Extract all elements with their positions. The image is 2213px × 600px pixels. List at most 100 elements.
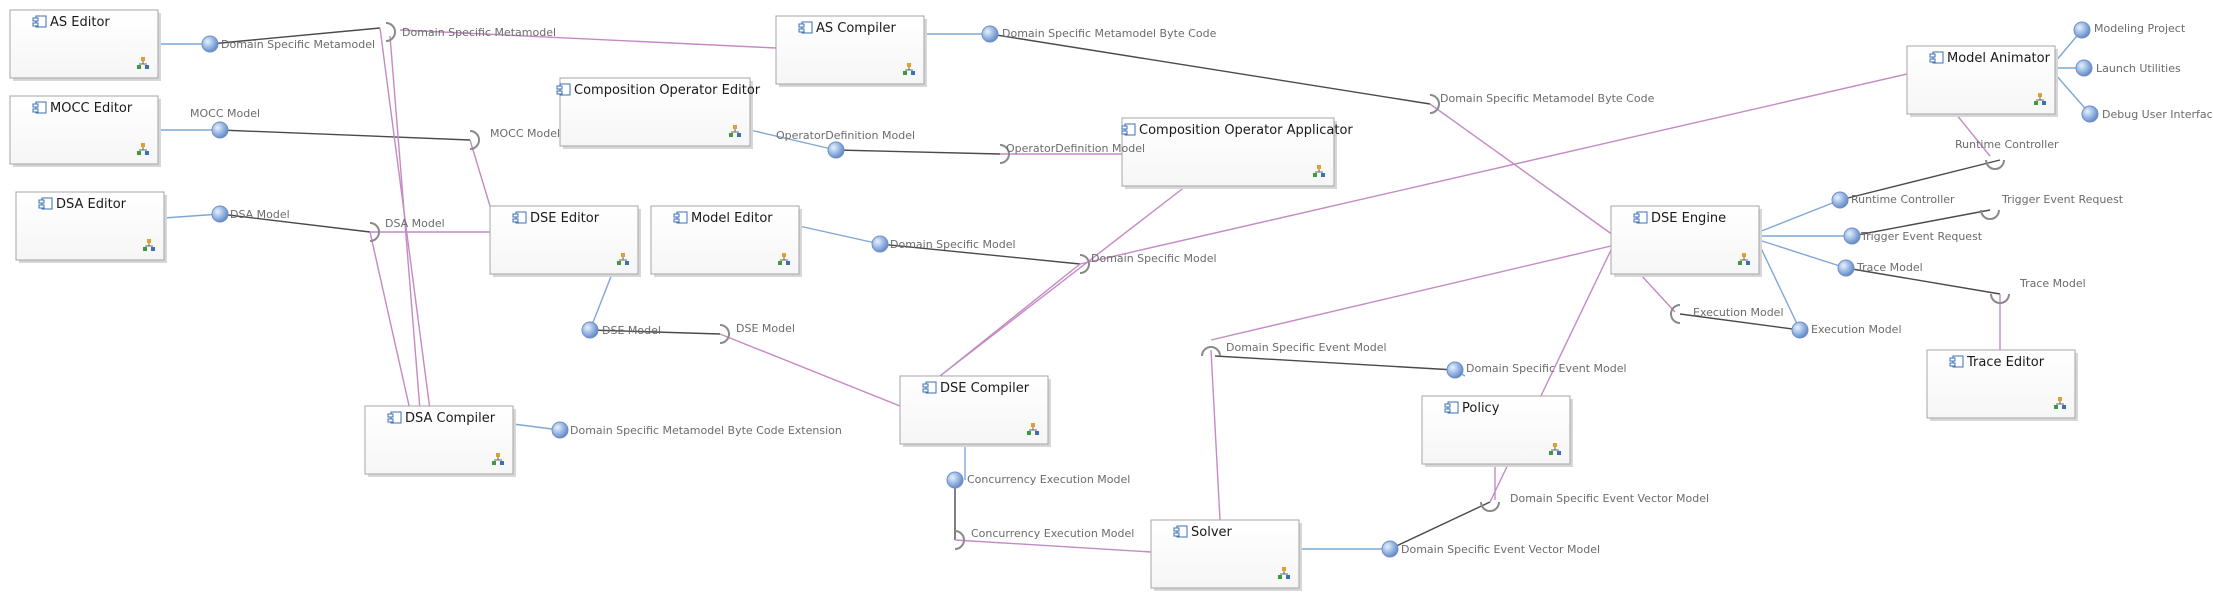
component-dsa-editor[interactable]: DSA Editor	[15, 191, 167, 263]
wire-dse-editor-provided	[589, 273, 613, 331]
component-composition-operator-applicator[interactable]: Composition Operator Applicator	[1121, 117, 1353, 189]
provided-interface-ball[interactable]	[946, 471, 964, 489]
provided-interface-ball[interactable]	[201, 35, 219, 53]
provided-interface-ball[interactable]	[1446, 361, 1464, 379]
component-title: DSA Compiler	[405, 411, 496, 426]
assembly-trigger-event	[1851, 209, 1991, 237]
hierarchy-icon	[729, 125, 741, 137]
balls-layer	[201, 21, 2099, 558]
required-interface-label: Runtime Controller	[1955, 138, 2059, 151]
required-interface-label: DSA Model	[385, 217, 445, 230]
component-mocc-editor[interactable]: MOCC Editor	[9, 95, 161, 167]
component-title: Model Animator	[1947, 51, 2051, 66]
component-icon	[1949, 355, 1964, 368]
assembly-mocc-model	[219, 129, 471, 141]
component-box	[9, 95, 159, 165]
provided-interface-ball[interactable]	[871, 235, 889, 253]
hierarchy-icon	[492, 453, 504, 465]
required-interface-socket	[469, 130, 480, 150]
provided-interface-label: Execution Model	[1811, 323, 1902, 336]
required-interface-socket	[1985, 159, 2005, 170]
provided-interface-ball[interactable]	[1381, 540, 1399, 558]
required-interface-socket	[999, 144, 1010, 164]
component-trace-editor[interactable]: Trace Editor	[1926, 349, 2078, 421]
req-dse-compiler-applicator	[939, 185, 1187, 377]
provided-interface-ball[interactable]	[581, 321, 599, 339]
hierarchy-icon	[1278, 567, 1290, 579]
provided-interface-label: Concurrency Execution Model	[967, 473, 1130, 486]
component-icon	[1929, 51, 1944, 64]
required-interface-label: MOCC Model	[490, 127, 560, 140]
component-title: Policy	[1462, 401, 1500, 416]
assembly-dsa-model	[219, 213, 371, 233]
assembly-runtime-controller	[1839, 159, 2001, 201]
provided-interface-label: Domain Specific Model	[890, 238, 1016, 251]
provided-interface-ball[interactable]	[211, 205, 229, 223]
required-interface-socket	[1980, 209, 2000, 220]
provided-interface-ball[interactable]	[2081, 105, 2099, 123]
req-dse-engine-execution	[1639, 273, 1676, 313]
provided-interface-label: Domain Specific Event Model	[1466, 362, 1627, 375]
provided-interface-ball[interactable]	[2073, 21, 2091, 39]
component-dse-engine[interactable]: DSE Engine	[1610, 205, 1762, 277]
provided-interface-ball[interactable]	[211, 121, 229, 139]
hierarchy-icon	[903, 63, 915, 75]
component-dsa-compiler[interactable]: DSA Compiler	[364, 405, 516, 477]
component-title: DSE Compiler	[940, 381, 1030, 396]
wire-dse-engine-execution	[1758, 243, 1801, 331]
component-composition-operator-editor[interactable]: Composition Operator Editor	[556, 77, 761, 149]
component-model-animator[interactable]: Model Animator	[1906, 45, 2058, 117]
required-interface-socket	[1201, 346, 1221, 357]
req-dse-compiler-dse-model	[719, 333, 901, 407]
required-interface-label: Domain Specific Event Model	[1226, 341, 1387, 354]
req-dse-engine-bytecode	[1429, 103, 1621, 241]
provided-interface-label: Launch Utilities	[2096, 62, 2181, 75]
provided-interface-ball[interactable]	[1843, 227, 1861, 245]
required-interface-socket	[1079, 254, 1090, 274]
provided-interface-ball[interactable]	[2075, 59, 2093, 77]
provided-interface-ball[interactable]	[1791, 321, 1809, 339]
req-animator-ds-model	[1079, 73, 1908, 265]
component-dse-compiler[interactable]: DSE Compiler	[899, 375, 1051, 447]
component-icon	[38, 197, 53, 210]
hierarchy-icon	[1313, 165, 1325, 177]
component-policy[interactable]: Policy	[1421, 395, 1573, 467]
req-as-compiler-ds-metamodel	[399, 29, 777, 49]
hierarchy-icon	[137, 57, 149, 69]
component-icon	[32, 15, 47, 28]
required-interface-socket	[954, 530, 965, 550]
assembly-execution-model	[1679, 313, 1801, 331]
required-interface-label: DSE Model	[736, 322, 795, 335]
required-interface-socket	[719, 324, 730, 344]
provided-interface-ball[interactable]	[1837, 259, 1855, 277]
hierarchy-icon	[137, 143, 149, 155]
component-model-editor[interactable]: Model Editor	[650, 205, 802, 277]
required-interface-label: OperatorDefinition Model	[1006, 142, 1145, 155]
provided-interface-label: Modeling Project	[2094, 22, 2186, 35]
provided-interface-ball[interactable]	[1831, 191, 1849, 209]
required-interface-socket	[1480, 501, 1500, 512]
component-title: DSE Editor	[530, 211, 600, 226]
hierarchy-icon	[1549, 443, 1561, 455]
component-icon	[1121, 123, 1136, 136]
provided-interface-ball[interactable]	[551, 421, 569, 439]
component-as-editor[interactable]: AS Editor	[9, 9, 161, 81]
required-interface-label: Domain Specific Metamodel Byte Code	[1440, 92, 1655, 105]
component-title: AS Compiler	[816, 21, 896, 36]
assembly-domain-specific-model	[879, 243, 1081, 265]
assembly-ds-metamodel-a	[209, 27, 381, 45]
provided-interface-ball[interactable]	[827, 141, 845, 159]
provided-interface-label: Domain Specific Metamodel Byte Code Exte…	[570, 424, 842, 437]
provided-interface-label: Domain Specific Metamodel Byte Code	[1002, 27, 1217, 40]
provided-interface-label: OperatorDefinition Model	[776, 129, 915, 142]
component-icon	[512, 211, 527, 224]
provided-interface-ball[interactable]	[981, 25, 999, 43]
provided-interface-label: Runtime Controller	[1851, 193, 1955, 206]
required-interface-socket	[1429, 94, 1440, 114]
component-solver[interactable]: Solver	[1150, 519, 1302, 591]
component-dse-editor[interactable]: DSE Editor	[489, 205, 641, 277]
component-as-compiler[interactable]: AS Compiler	[775, 15, 927, 87]
req-dse-engine-event-model	[1210, 245, 1612, 341]
